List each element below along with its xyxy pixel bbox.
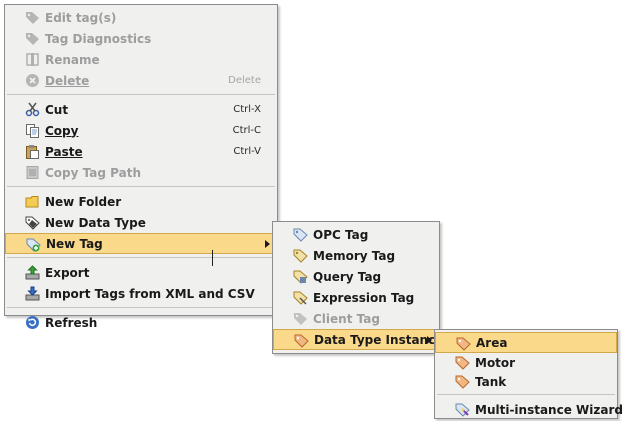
menu-item-client-tag[interactable]: Client Tag (273, 308, 439, 329)
wizard-icon (455, 403, 470, 417)
data-type-instance-submenu: Area Motor Tank Multi-instance Wizard (434, 329, 622, 420)
memory-tag-icon (293, 249, 308, 263)
separator (7, 257, 275, 258)
import-icon (25, 286, 40, 301)
udt-tag-icon (455, 356, 470, 370)
menu-item-data-type-instance[interactable]: Data Type Instance (273, 329, 443, 350)
submenu-arrow-icon (265, 240, 270, 248)
menu-item-memory-tag[interactable]: Memory Tag (273, 245, 439, 266)
menu-item-new-folder[interactable]: New Folder (5, 191, 277, 212)
new-tag-submenu: OPC Tag Memory Tag Query Tag Expression … (272, 221, 443, 354)
new-tag-icon (26, 238, 41, 252)
menu-item-refresh[interactable]: Refresh (5, 312, 277, 333)
expression-tag-icon (293, 291, 308, 305)
separator (7, 186, 275, 187)
menu-item-delete[interactable]: Delete Delete (5, 70, 277, 91)
tag-edit-icon (26, 12, 39, 24)
copy-icon (26, 124, 39, 138)
separator (437, 394, 615, 395)
menu-item-new-data-type[interactable]: New Data Type (5, 212, 277, 233)
tag-context-menu: Edit tag(s) Tag Diagnostics Rename Delet… (4, 4, 278, 330)
menu-item-rename[interactable]: Rename (5, 49, 277, 70)
separator (7, 94, 275, 95)
submenu-arrow-icon (427, 336, 432, 344)
menu-item-tank[interactable]: Tank (435, 372, 617, 391)
export-icon (25, 265, 40, 280)
menu-item-tag-diagnostics[interactable]: Tag Diagnostics (5, 28, 277, 49)
udt-tag-icon (455, 375, 470, 389)
opc-tag-icon (293, 228, 308, 242)
menu-item-cut[interactable]: Cut Ctrl-X (5, 99, 277, 120)
menu-item-copy[interactable]: Copy Ctrl-C (5, 120, 277, 141)
copy-tag-path-icon (26, 166, 39, 179)
menu-item-copy-tag-path[interactable]: Copy Tag Path (5, 162, 277, 183)
menu-item-expression-tag[interactable]: Expression Tag (273, 287, 439, 308)
menu-item-edit-tags[interactable]: Edit tag(s) (5, 7, 277, 28)
menu-item-area[interactable]: Area (435, 332, 617, 353)
rename-icon (26, 53, 39, 66)
menu-item-import-tags[interactable]: Import Tags from XML and CSV (5, 283, 277, 304)
scissors-icon (25, 102, 40, 117)
menu-item-export[interactable]: Export (5, 262, 277, 283)
udt-tag-icon (456, 337, 471, 351)
menu-item-motor[interactable]: Motor (435, 353, 617, 372)
menu-item-opc-tag[interactable]: OPC Tag (273, 224, 439, 245)
separator (7, 307, 275, 308)
paste-icon (26, 145, 39, 159)
menu-item-paste[interactable]: Paste Ctrl-V (5, 141, 277, 162)
data-type-icon (25, 216, 40, 230)
text-cursor (212, 250, 213, 266)
folder-icon (25, 196, 39, 208)
query-tag-icon (293, 270, 308, 284)
delete-icon (26, 74, 39, 87)
refresh-icon (26, 316, 39, 329)
client-tag-icon (294, 313, 307, 325)
menu-item-new-tag[interactable]: New Tag (5, 233, 277, 254)
tag-diagnostics-icon (26, 33, 39, 45)
menu-item-query-tag[interactable]: Query Tag (273, 266, 439, 287)
menu-item-multi-instance-wizard[interactable]: Multi-instance Wizard (435, 399, 622, 420)
data-type-instance-icon (294, 334, 309, 348)
